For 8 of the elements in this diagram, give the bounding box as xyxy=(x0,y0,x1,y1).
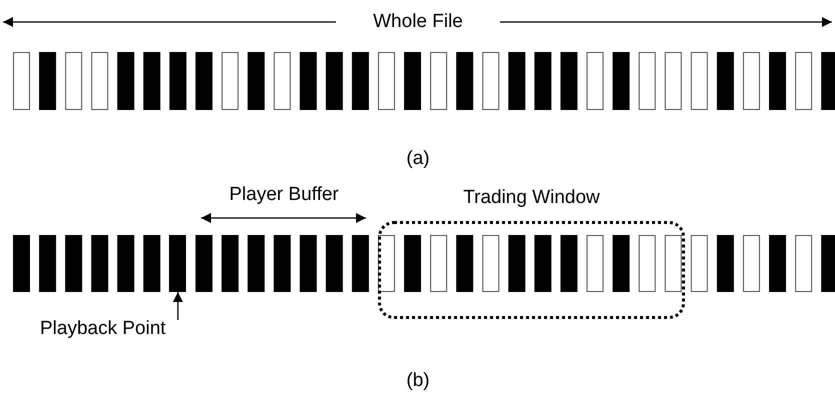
window-title: Trading Window xyxy=(463,187,600,209)
leader-line xyxy=(172,292,183,320)
panel-label: (a) xyxy=(406,148,430,170)
dimension-label: Whole File xyxy=(373,11,463,33)
callout-label: Playback Point xyxy=(40,318,166,340)
chunk-bar xyxy=(169,235,186,292)
dimension-label: Player Buffer xyxy=(229,184,339,206)
panel-label: (b) xyxy=(406,370,430,392)
